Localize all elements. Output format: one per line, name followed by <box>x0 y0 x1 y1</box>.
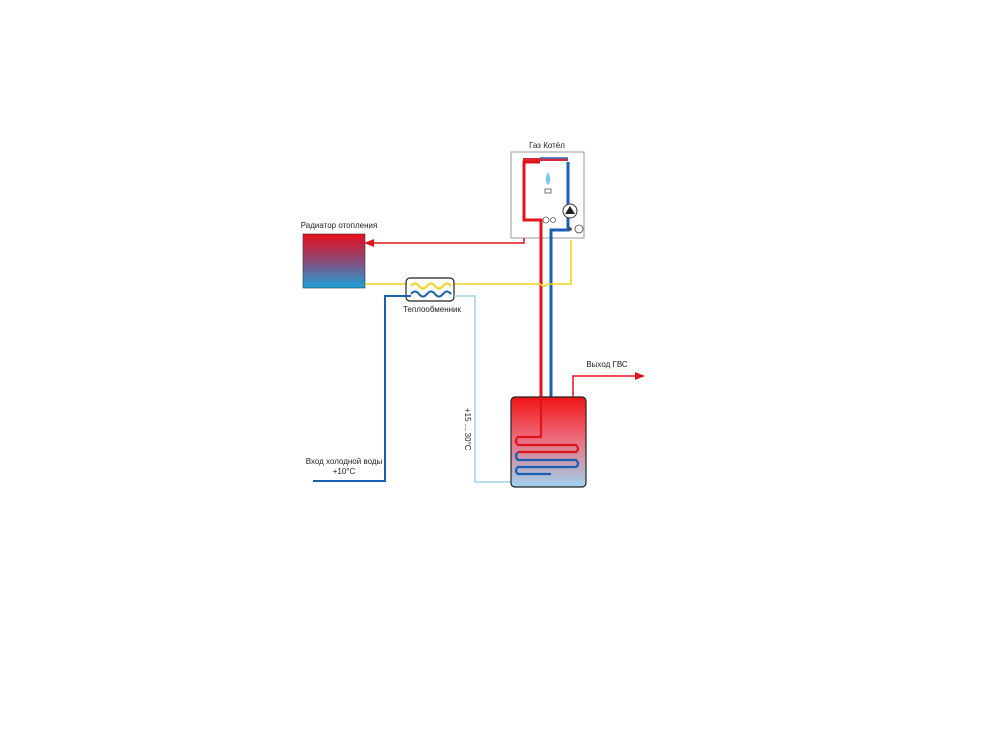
cold-water-label-2: +10°C <box>333 467 356 476</box>
preheated-water-pipe <box>454 295 511 483</box>
heat-exchanger-label: Теплообменник <box>403 305 462 314</box>
yellow-return-pipe <box>365 240 572 287</box>
tank-coil-cold <box>514 451 580 476</box>
boiler-label: Газ Котёл <box>529 141 565 150</box>
pump-icon <box>562 203 578 219</box>
radiator-supply-pipe <box>372 238 525 244</box>
gauge-icon <box>568 224 584 234</box>
boiler-internal-cold-pipe <box>549 162 570 472</box>
boiler-heat-strip <box>523 158 568 161</box>
tank-coil-hot <box>514 397 580 454</box>
heat-exchanger-coil-yellow <box>410 282 452 290</box>
preheated-temp-label: +15 ... 30°C <box>463 408 472 451</box>
flame-icon <box>544 172 552 194</box>
heat-exchanger <box>405 277 455 302</box>
cold-water-inlet-pipe <box>313 295 411 482</box>
hot-water-tank <box>510 396 587 488</box>
heat-exchanger-coil-blue <box>410 290 452 298</box>
boiler-housing <box>510 151 585 239</box>
radiator-label: Радиатор отопления <box>301 221 378 230</box>
three-way-valve-icon <box>542 216 556 224</box>
radiator-supply-arrow <box>364 239 374 247</box>
radiator <box>302 233 366 289</box>
boiler-internal-hot-pipe <box>522 160 543 397</box>
hot-water-output-arrow <box>635 372 645 380</box>
hot-water-output-label: Выход ГВС <box>586 360 628 369</box>
cold-water-label-1: Вход холодной воды <box>306 457 383 466</box>
hot-water-output-pipe <box>572 375 637 397</box>
